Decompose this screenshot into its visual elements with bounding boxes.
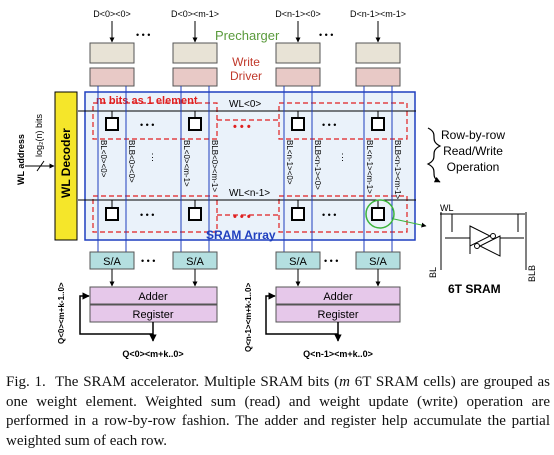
wl-decoder-label: WL Decoder [59,128,73,198]
wordline-label-1: WL<n-1> [229,188,270,199]
element-note: m bits as 1 element [96,95,198,107]
array-dots-2: • • • [322,120,336,130]
cell-bl-label: BL [428,267,438,278]
bitline-label-5: BLB<n-1><0> [313,140,322,190]
figure-caption: Fig. 1. The SRAM accelerator. Multiple S… [6,373,550,451]
register-label-left: Register [133,309,174,321]
bitline-label-7: BLB<n-1><m-1> [393,140,402,199]
operation-label-1: Row-by-row [441,128,505,142]
sense-amp-label-2: S/A [289,256,307,268]
decoder-input-label: log₂(n) bits [34,113,44,157]
sense-amp-label-0: S/A [103,256,121,268]
zoom-circle [365,199,395,229]
vertical-dots-1: ⋮ [148,152,157,162]
sense-amp-label-1: S/A [186,256,204,268]
write-driver-blocks [89,67,401,87]
register-label-right: Register [318,309,359,321]
bitline-label-2: BL<0><m-1> [182,140,191,187]
sa-dots-left: • • • [141,256,155,266]
sram-accelerator-diagram: D<0><0> D<0><m-1> D<n-1><0> D<n-1><m-1> … [16,9,537,359]
cell-blb-label: BLB [527,265,537,282]
write-driver-label-2: Driver [230,69,262,83]
operation-label-3: Operation [447,160,500,174]
array-dots-1: • • • [140,120,154,130]
data-input-label-1: D<0><m-1> [171,9,219,19]
bitline-label-3: BLB<0><m-1> [210,140,219,192]
bitline-label-6: BL<n-1><m-1> [365,140,374,194]
data-input-label-0: D<0><0> [93,9,131,19]
adder-label-right: Adder [323,291,353,303]
caption-m: m [339,374,350,390]
write-driver-label-1: Write [232,55,260,69]
sense-amp-label-3: S/A [369,256,387,268]
data-input-label-2: D<n-1><0> [275,9,321,19]
data-input-label-3: D<n-1><m-1> [350,9,406,19]
element-groups [92,102,408,233]
bitline-label-1: BLB<0><0> [127,140,136,183]
row-operation-arrow [426,127,442,183]
sense-amplifiers [89,251,401,270]
array-dots-3: • • • [140,210,154,220]
sram-6t-schematic [440,212,527,270]
sa-dots-right: • • • [324,256,338,266]
left-sum-input-label: Q<0><m+k-1..0> [57,282,66,344]
sram-array-label: SRAM Array [206,228,276,242]
wl-decoder [54,91,78,241]
cell-wl-label: WL [440,203,454,213]
top-dots-right: • • • [319,30,333,40]
adder-label-left: Adder [138,291,168,303]
adder-blocks [89,286,401,305]
vertical-dots-2: ⋮ [338,152,347,162]
top-dots-left: • • • [136,30,150,40]
caption-fig-label: Fig. 1. [6,374,46,390]
operation-label-2: Read/Write [443,144,503,158]
precharger-label: Precharger [215,28,280,43]
cell-title: 6T SRAM [448,282,501,296]
caption-part1: The SRAM accelerator. Multiple SRAM bits… [55,374,340,390]
array-dots-4: • • • [322,210,336,220]
array-red-dots-bottom: • • • [233,211,251,223]
right-sum-input-label: Q<n-1><m+k-1..0> [244,283,253,352]
wordline-label-0: WL<0> [229,99,261,110]
bitline-label-0: BL<0><0> [99,140,108,178]
register-blocks [89,304,401,323]
caption-part2: 6T SRAM cells) are grouped as one weight… [6,374,550,449]
array-red-dots-top: • • • [233,121,251,133]
wl-address-label: WL address [16,134,26,185]
bitline-label-4: BL<n-1><0> [285,140,294,185]
right-output-label: Q<n-1><m+k..0> [303,349,373,359]
precharger-blocks [89,42,401,64]
left-output-label: Q<0><m+k..0> [122,349,183,359]
